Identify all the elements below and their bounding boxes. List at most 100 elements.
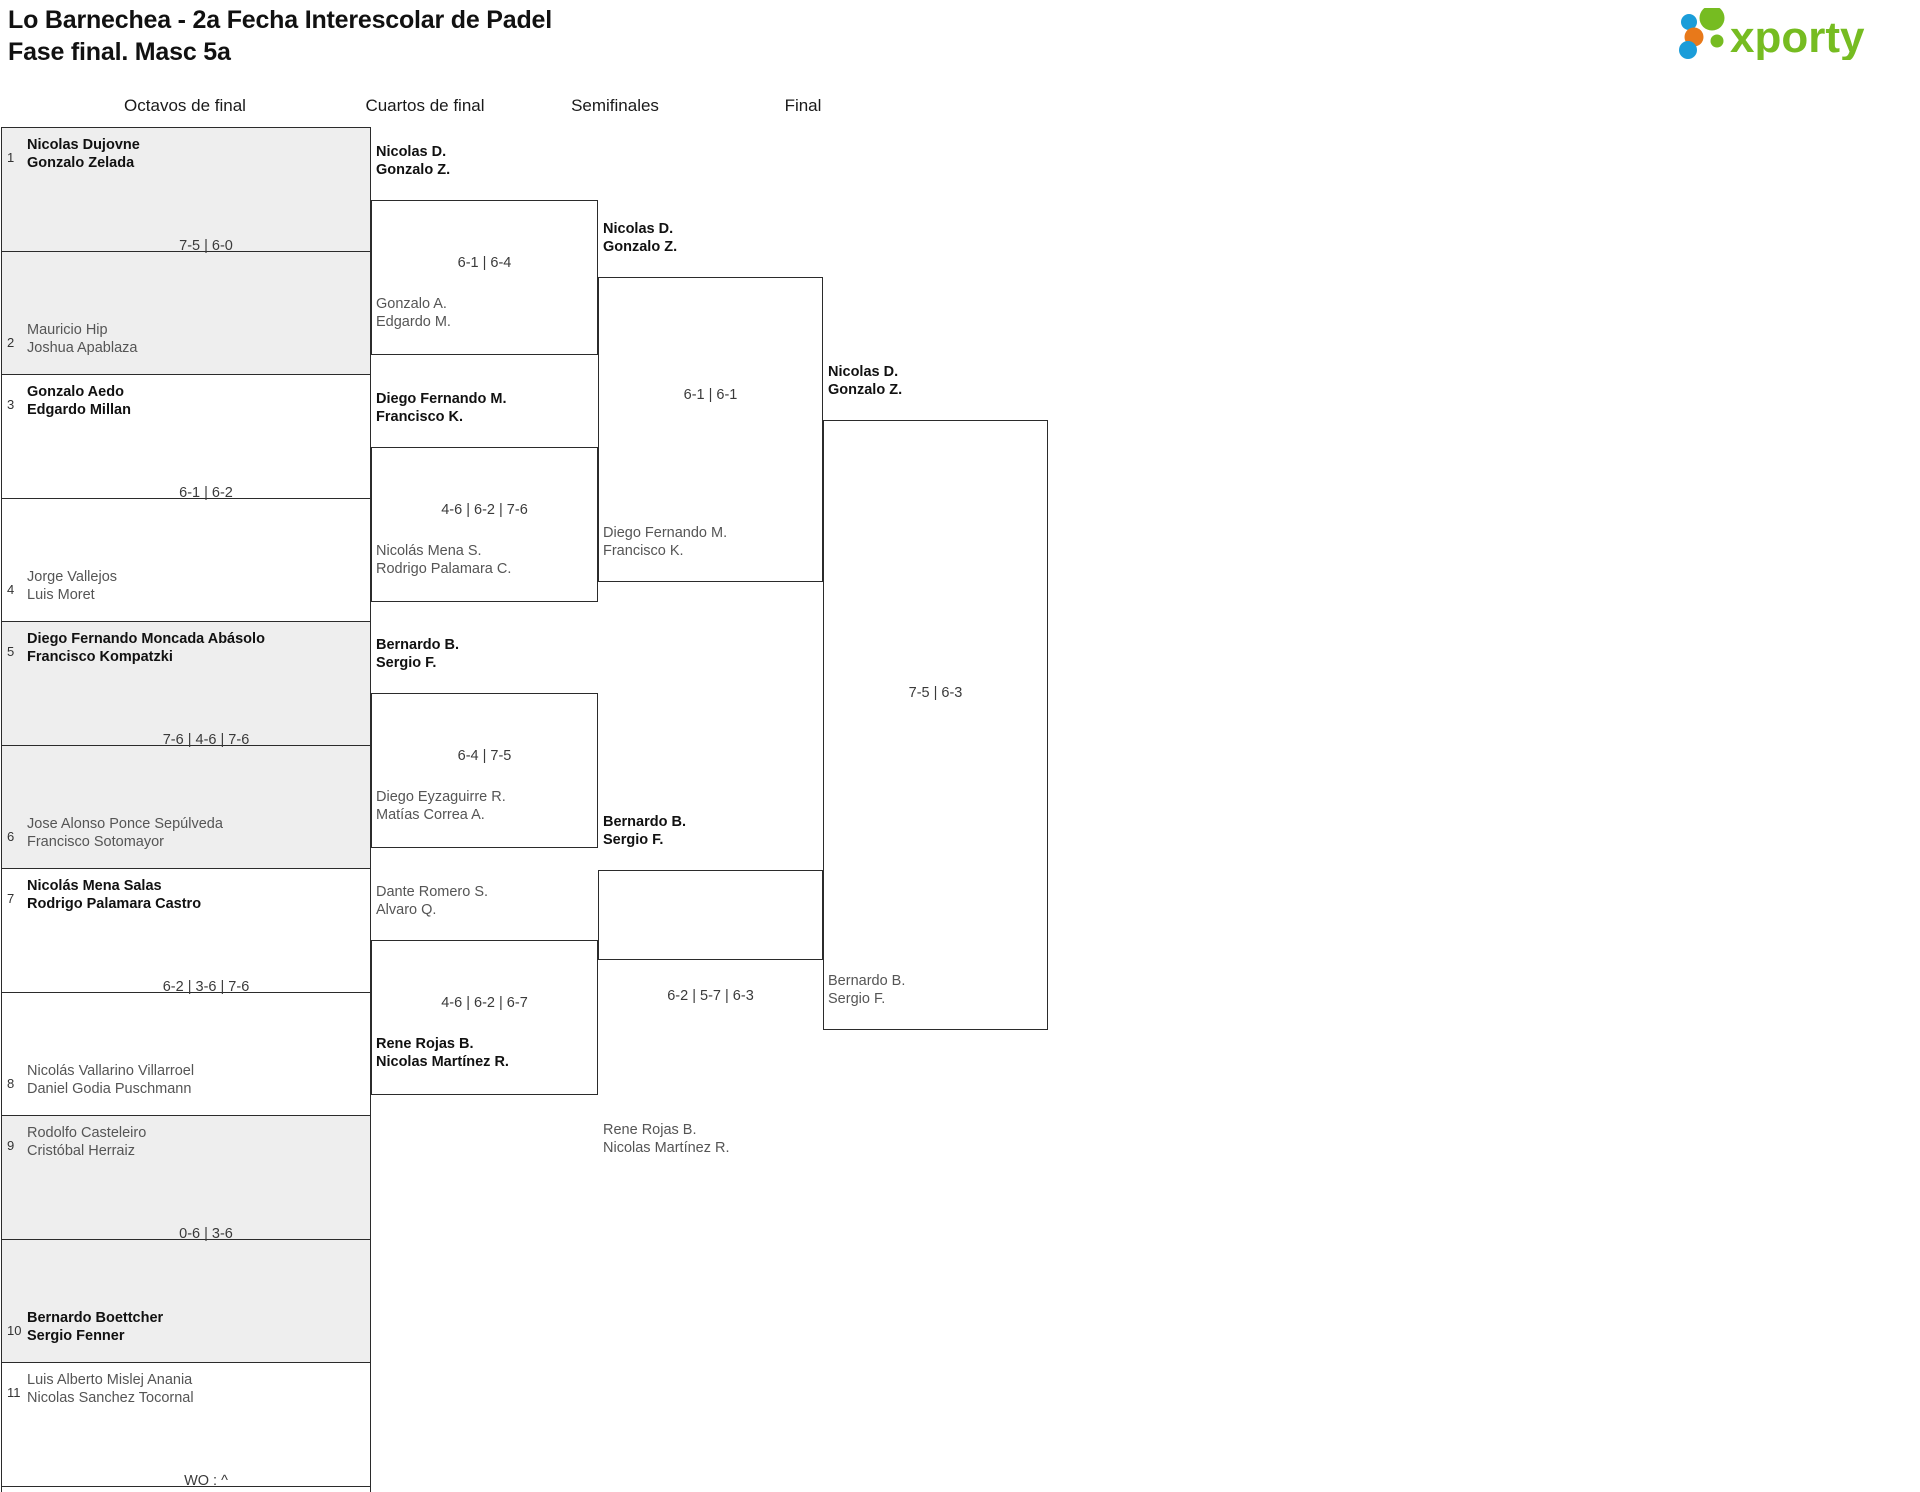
round2-team[interactable]: Nicolas D.Gonzalo Z. (376, 144, 450, 179)
player-name: Nicolas D. (828, 364, 899, 380)
round3-match-box[interactable] (598, 870, 823, 960)
round2-team[interactable]: Diego Fernando M.Francisco K. (376, 391, 507, 426)
player-name: Rodrigo Palamara C. (376, 560, 512, 577)
round1-slot[interactable] (1, 621, 371, 745)
final-team[interactable]: Nicolas D.Gonzalo Z. (828, 364, 902, 399)
xporty-logo: xporty (1672, 5, 1902, 62)
round1-score: 0-6 | 3-6 (179, 1225, 233, 1242)
round3-team[interactable]: Nicolas D.Gonzalo Z. (603, 221, 677, 256)
round2-team[interactable]: Rene Rojas B.Nicolas Martínez R. (376, 1036, 509, 1071)
round1-slot[interactable] (1, 991, 371, 1115)
player-name: Nicolas Dujovne (27, 137, 140, 153)
round1-slot[interactable] (1, 1115, 371, 1239)
player-name: Bernardo B. (603, 814, 686, 830)
player-name: Nicolas Martínez R. (603, 1139, 730, 1156)
round2-score: 4-6 | 6-2 | 6-7 (441, 995, 528, 1011)
seed-number: 5 (7, 644, 15, 659)
final-team[interactable]: Bernardo B.Sergio F. (828, 973, 905, 1008)
seed-number: 10 (7, 1323, 22, 1338)
round2-team[interactable]: Nicolás Mena S.Rodrigo Palamara C. (376, 543, 511, 578)
player-name: Rodrigo Palamara Castro (27, 895, 202, 912)
player-name: Gonzalo Z. (603, 238, 678, 255)
round2-team[interactable]: Gonzalo A.Edgardo M. (376, 296, 451, 331)
player-name: Francisco K. (603, 542, 684, 559)
round2-team[interactable]: Dante Romero S.Alvaro Q. (376, 884, 488, 919)
player-name: Nicolas Sanchez Tocornal (27, 1389, 194, 1406)
round1-slot[interactable] (1, 497, 371, 621)
player-name: Bernardo Boettcher (27, 1310, 164, 1326)
round1-score: 7-6 | 4-6 | 7-6 (162, 731, 250, 748)
round1-slot[interactable] (1, 868, 371, 992)
round3-team[interactable]: Rene Rojas B.Nicolas Martínez R. (603, 1122, 730, 1157)
round1-slot[interactable] (1, 374, 371, 498)
player-name: Edgardo M. (376, 313, 451, 330)
round2-match-box[interactable] (371, 447, 598, 602)
player-name: Francisco K. (376, 408, 464, 425)
seed-number: 1 (7, 150, 15, 165)
logo-dot-green-2 (1710, 34, 1724, 48)
player-name: Nicolás Mena Salas (27, 878, 162, 894)
round3-match-box[interactable] (598, 277, 823, 582)
player-name: Alvaro Q. (376, 901, 437, 918)
round-header-cuartos: Cuartos de final (365, 96, 485, 115)
seed-number: 9 (7, 1138, 15, 1153)
player-name: Nicolas Martínez R. (376, 1053, 509, 1070)
round3-team[interactable]: Bernardo B.Sergio F. (603, 814, 686, 849)
player-name: Sergio F. (603, 831, 664, 848)
player-name: Gonzalo A. (376, 296, 447, 312)
round1-slot[interactable] (1, 250, 371, 374)
player-name: Rene Rojas B. (376, 1036, 474, 1052)
round1-slot[interactable] (1, 1362, 371, 1486)
logo-dot-green-1 (1699, 5, 1725, 31)
round2-team[interactable]: Bernardo B.Sergio F. (376, 637, 459, 672)
player-name: Diego Fernando Moncada Abásolo (27, 631, 265, 647)
round2-match-box[interactable] (371, 200, 598, 355)
round-header-semifinales: Semifinales (571, 96, 659, 115)
round1-slot[interactable] (1, 127, 371, 251)
player-name: Nicolas D. (603, 221, 674, 237)
round2-score: 6-4 | 7-5 (457, 748, 512, 764)
round3-team[interactable]: Diego Fernando M.Francisco K. (603, 525, 727, 560)
round3-score: 6-2 | 5-7 | 6-3 (667, 988, 754, 1004)
page-title: Lo Barnechea - 2a Fecha Interescolar de … (8, 4, 552, 68)
player-name: Francisco Sotomayor (27, 833, 164, 850)
seed-number: 6 (7, 829, 15, 844)
round1-slot[interactable] (1, 744, 371, 868)
logo-wordmark: xporty (1730, 13, 1865, 60)
round1-slot[interactable] (1, 1485, 371, 1492)
player-name: Rene Rojas B. (603, 1122, 697, 1138)
player-name: Diego Eyzaguirre R. (376, 789, 506, 805)
player-name: Jorge Vallejos (27, 569, 118, 585)
tournament-phase: Fase final. Masc 5a (8, 38, 231, 66)
player-name: Joshua Apablaza (27, 339, 138, 356)
player-name: Jose Alonso Ponce Sepúlveda (27, 816, 223, 832)
player-name: Nicolás Mena S. (376, 543, 482, 559)
round1-slot[interactable] (1, 1238, 371, 1362)
player-name: Gonzalo Zelada (27, 154, 135, 171)
seed-number: 3 (7, 397, 15, 412)
round1-score: WO : ^ (184, 1472, 228, 1489)
seed-number: 8 (7, 1076, 15, 1091)
round1-score: 6-2 | 3-6 | 7-6 (162, 978, 250, 995)
player-name: Edgardo Millan (27, 401, 131, 418)
player-name: Mauricio Hip (27, 322, 108, 338)
player-name: Diego Fernando M. (376, 391, 507, 407)
player-name: Sergio F. (828, 990, 886, 1007)
round2-team[interactable]: Diego Eyzaguirre R.Matías Correa A. (376, 789, 506, 824)
player-name: Daniel Godia Puschmann (27, 1080, 192, 1097)
round2-match-box[interactable] (371, 940, 598, 1095)
round2-match-box[interactable] (371, 693, 598, 848)
final-match-box[interactable] (823, 420, 1048, 1030)
